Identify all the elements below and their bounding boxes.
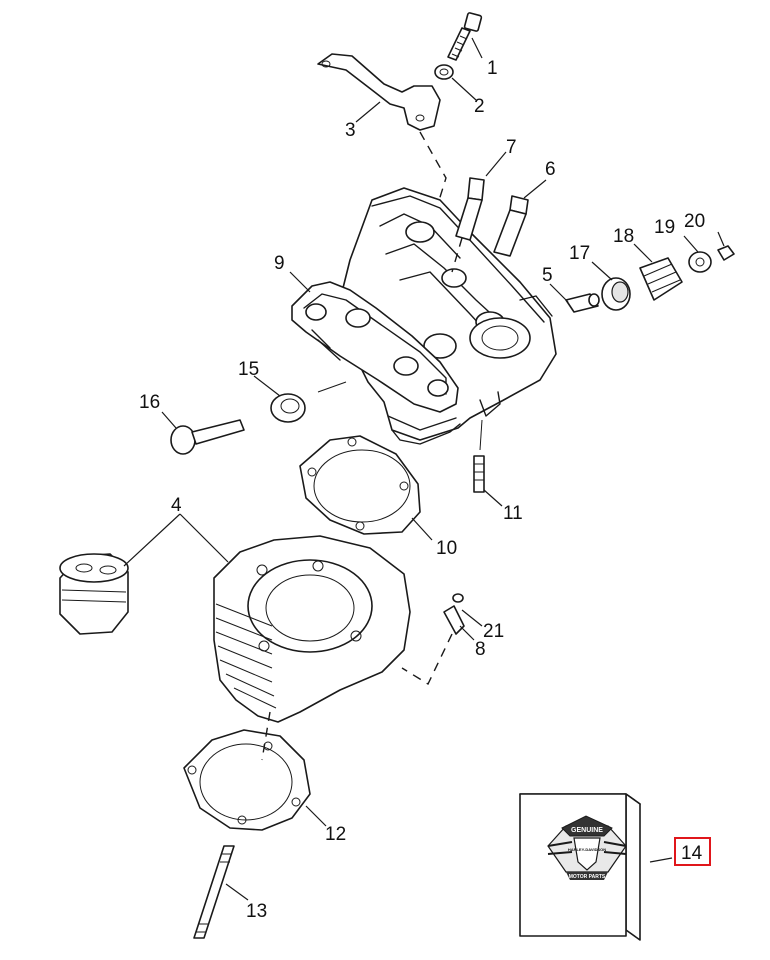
callout-10: 10 <box>436 538 457 559</box>
callout-4: 4 <box>171 495 182 516</box>
part-pin-21 <box>452 593 464 603</box>
part-bolt-1 <box>447 12 483 61</box>
callout-2: 2 <box>474 96 485 117</box>
callout-8: 8 <box>475 639 486 660</box>
part-tube-6 <box>493 195 529 257</box>
harley-davidson-logo: GENUINE HARLEY-DAVIDSON MOTOR PARTS <box>547 815 627 880</box>
leader-lines <box>123 37 725 901</box>
callout-9: 9 <box>274 253 285 274</box>
part-seal-15 <box>270 393 306 423</box>
part-valve-guide-5 <box>565 293 600 313</box>
part-stud-11 <box>473 455 485 493</box>
kit-logo-line2: HARLEY-DAVIDSON <box>568 847 606 852</box>
part-valve-16 <box>170 419 245 455</box>
callout-20: 20 <box>684 211 705 232</box>
callout-7: 7 <box>506 137 517 158</box>
part-bracket-3 <box>317 53 441 131</box>
part-piston-4 <box>59 553 129 635</box>
part-dowel-8 <box>443 605 465 635</box>
part-stud-13 <box>193 845 235 939</box>
callout-18: 18 <box>613 226 634 247</box>
part-seal-17 <box>601 277 631 311</box>
callout-17: 17 <box>569 243 590 264</box>
callout-15: 15 <box>238 359 259 380</box>
part-washer-2 <box>434 64 454 80</box>
callout-5: 5 <box>542 265 553 286</box>
callout-16: 16 <box>139 392 160 413</box>
part-retainer-19 <box>688 251 712 273</box>
part-gasket-kit-14: GENUINE HARLEY-DAVIDSON MOTOR PARTS <box>519 793 641 941</box>
part-cylinder <box>213 535 411 723</box>
callout-11: 11 <box>503 503 523 524</box>
callout-1: 1 <box>487 58 498 79</box>
callout-13: 13 <box>246 901 267 922</box>
part-keeper-20 <box>717 245 735 261</box>
part-dowel-7 <box>455 177 485 241</box>
part-rocker-plate-9 <box>291 281 459 413</box>
callout-3: 3 <box>345 120 356 141</box>
part-head-gasket-10 <box>299 435 421 535</box>
callout-14-highlight-box <box>674 837 711 866</box>
callout-21: 21 <box>483 621 504 642</box>
callout-12: 12 <box>325 824 346 845</box>
callout-14: 14 <box>681 843 703 864</box>
callout-6: 6 <box>545 159 556 180</box>
callout-19: 19 <box>654 217 675 238</box>
part-spring-18 <box>639 257 683 301</box>
kit-logo-line1: GENUINE <box>571 827 603 834</box>
part-base-gasket-12 <box>183 729 311 831</box>
kit-logo-line3: MOTOR PARTS <box>569 874 606 880</box>
